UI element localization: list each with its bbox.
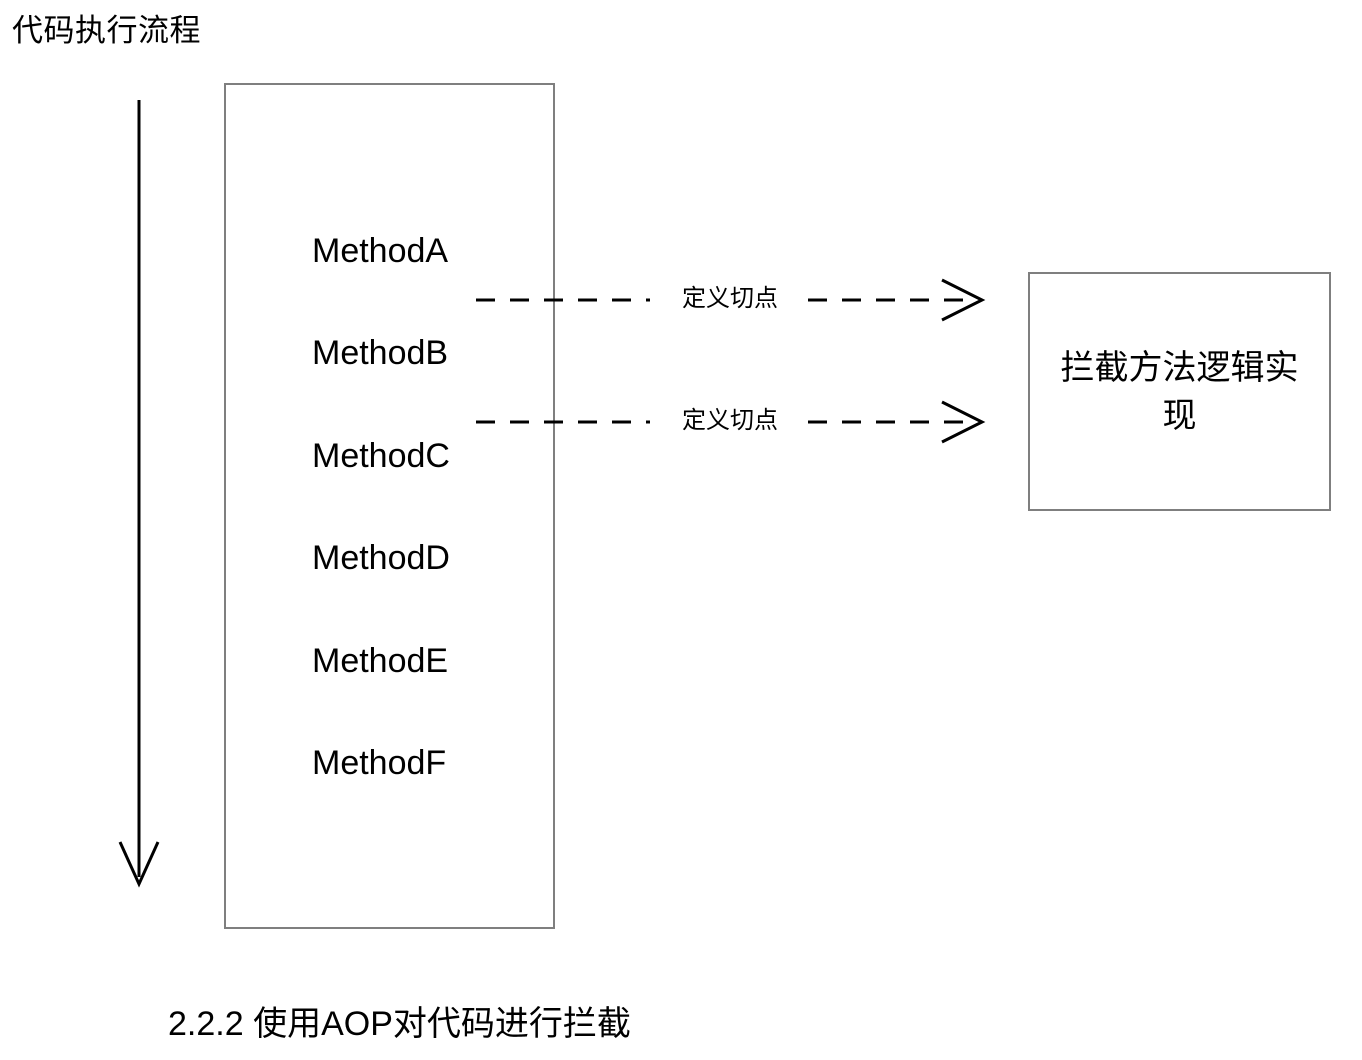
aspect-implementation-box: 拦截方法逻辑实现 — [1028, 272, 1331, 511]
aspect-implementation-label: 拦截方法逻辑实现 — [1060, 348, 1299, 435]
pointcut-connector-1-svg — [476, 278, 986, 322]
flow-title: 代码执行流程 — [12, 13, 201, 48]
downward-execution-arrow-svg — [118, 100, 160, 888]
method-item-f: MethodF — [312, 744, 447, 782]
figure-caption: 2.2.2 使用AOP对代码进行拦截 — [168, 1005, 631, 1043]
pointcut-connector-1: 定义切点 — [470, 278, 990, 322]
method-item-e: MethodE — [312, 642, 449, 680]
downward-execution-arrow — [108, 92, 172, 902]
pointcut-label-1: 定义切点 — [682, 285, 778, 312]
pointcut-label-2: 定义切点 — [682, 407, 778, 434]
pointcut-connector-2: 定义切点 — [470, 400, 990, 444]
method-item-b: MethodB — [312, 334, 449, 372]
method-item-c: MethodC — [312, 437, 450, 475]
method-item-d: MethodD — [312, 539, 450, 577]
method-sequence-box: MethodA MethodB MethodC MethodD MethodE … — [224, 83, 555, 929]
method-item-a: MethodA — [312, 232, 449, 270]
pointcut-connector-2-svg — [476, 400, 986, 444]
